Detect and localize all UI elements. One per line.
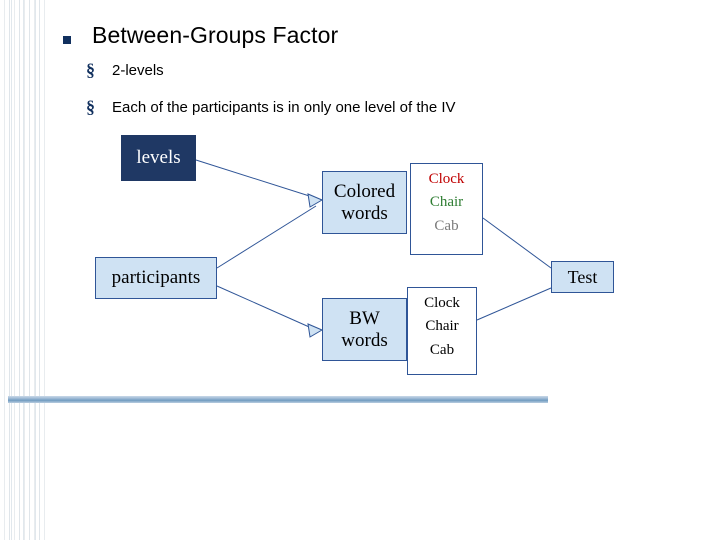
node-test-label: Test [567, 266, 598, 287]
decorative-stripe-band-overlay [0, 0, 46, 540]
colored-word-3: Cab [434, 217, 459, 234]
node-participants: participants [95, 257, 217, 299]
node-colored-words: Colored words [322, 171, 407, 234]
bullet-marker-icon-2: § [86, 97, 95, 117]
node-colored-words-line2: words [341, 202, 388, 224]
colored-word-list: Clock Chair Cab [410, 163, 483, 255]
node-participants-label: participants [111, 267, 201, 289]
colored-word-1: Clock [428, 171, 465, 187]
node-levels: levels [121, 135, 196, 181]
node-bw-words: BW words [322, 298, 407, 361]
bw-word-3: Cab [429, 341, 455, 358]
node-test: Test [551, 261, 614, 293]
node-bw-words-line1: BW [349, 308, 380, 330]
node-bw-words-line2: words [341, 329, 388, 351]
node-levels-label: levels [136, 147, 181, 169]
bottom-divider [8, 396, 548, 403]
bw-word-2: Chair [425, 318, 459, 335]
colored-word-2: Chair [429, 194, 464, 211]
bw-word-1: Clock [424, 295, 460, 311]
node-colored-words-line1: Colored [333, 181, 396, 203]
page-title: Between-Groups Factor [92, 22, 339, 48]
bullet-text-2: Each of the participants is in only one … [112, 99, 456, 116]
bw-word-list: Clock Chair Cab [407, 287, 477, 375]
bullet-text-1: 2-levels [112, 62, 164, 79]
bullet-marker-icon-1: § [86, 60, 95, 80]
title-bullet-square-icon [63, 36, 71, 44]
